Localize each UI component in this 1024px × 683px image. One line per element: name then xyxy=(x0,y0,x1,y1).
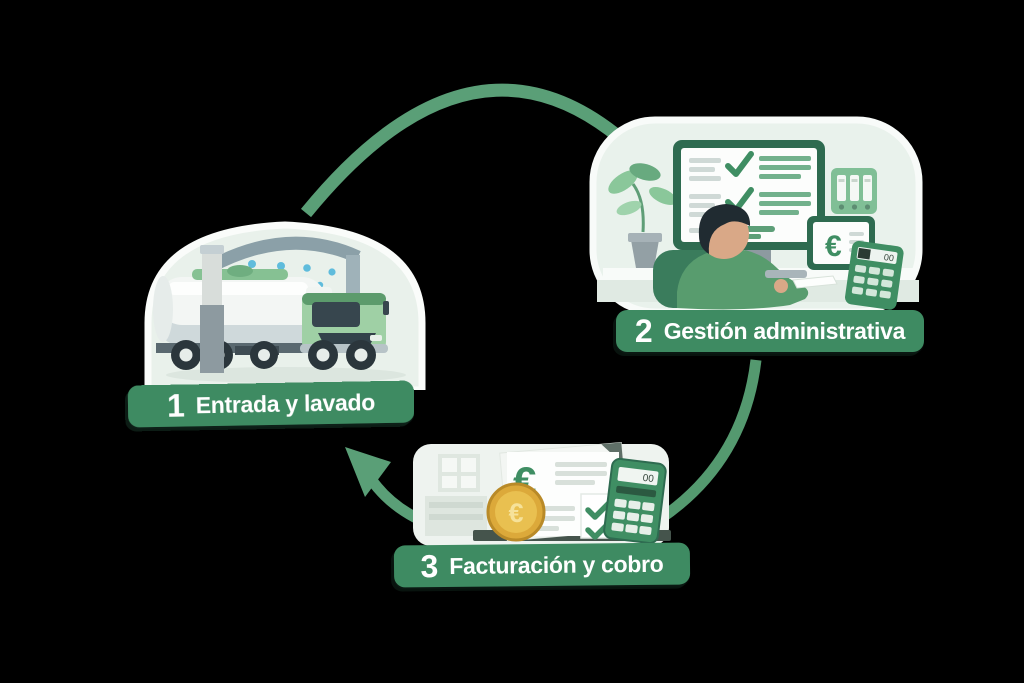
step-3-group: € € xyxy=(405,438,680,550)
ground-shadow xyxy=(166,367,406,383)
step-3-number: 3 xyxy=(420,548,439,585)
calculator-display: 00 xyxy=(883,252,894,263)
invoice-coin-calculator-icon: € € xyxy=(413,441,671,546)
step-1-number: 1 xyxy=(166,387,186,424)
wash-arch-left-post xyxy=(200,245,224,373)
monitor-checklist-icon xyxy=(673,140,825,266)
step2-calculator-icon: 00 xyxy=(844,240,904,310)
coin-euro-symbol: € xyxy=(508,498,523,528)
admin-computer-desk-icon: € 00 xyxy=(589,116,923,312)
arrowhead-to-step1-icon xyxy=(345,447,391,497)
person-icon xyxy=(653,204,809,310)
binders-icon xyxy=(831,168,877,214)
wash-arch-beam xyxy=(206,236,361,273)
step-1-group xyxy=(127,205,430,428)
calculator-display: 00 xyxy=(642,473,655,485)
office-backdrop xyxy=(425,450,617,536)
step-2-number: 2 xyxy=(634,313,653,349)
step-2-banner: 2 Gestión administrativa xyxy=(616,310,924,352)
euro-coin-icon: € xyxy=(486,482,546,542)
truck-cab xyxy=(300,287,389,353)
curve-step2-to-step3-icon xyxy=(656,359,762,524)
tablet-euro-symbol: € xyxy=(825,230,842,263)
step-3-banner: 3 Facturación y cobro xyxy=(393,542,691,588)
step3-calculator-icon: 00 xyxy=(603,457,667,545)
step-2-label: Gestión administrativa xyxy=(663,317,906,344)
step-1-banner: 1 Entrada y lavado xyxy=(127,380,415,428)
plant-icon xyxy=(608,163,677,268)
step-2-group: € 00 xyxy=(585,100,930,312)
tanker-truck-wash-icon xyxy=(144,221,426,390)
keyboard-icon xyxy=(765,270,807,278)
step-1-label: Entrada y lavado xyxy=(195,388,376,418)
step-3-label: Facturación y cobro xyxy=(449,550,664,579)
paper-icon xyxy=(792,275,838,289)
